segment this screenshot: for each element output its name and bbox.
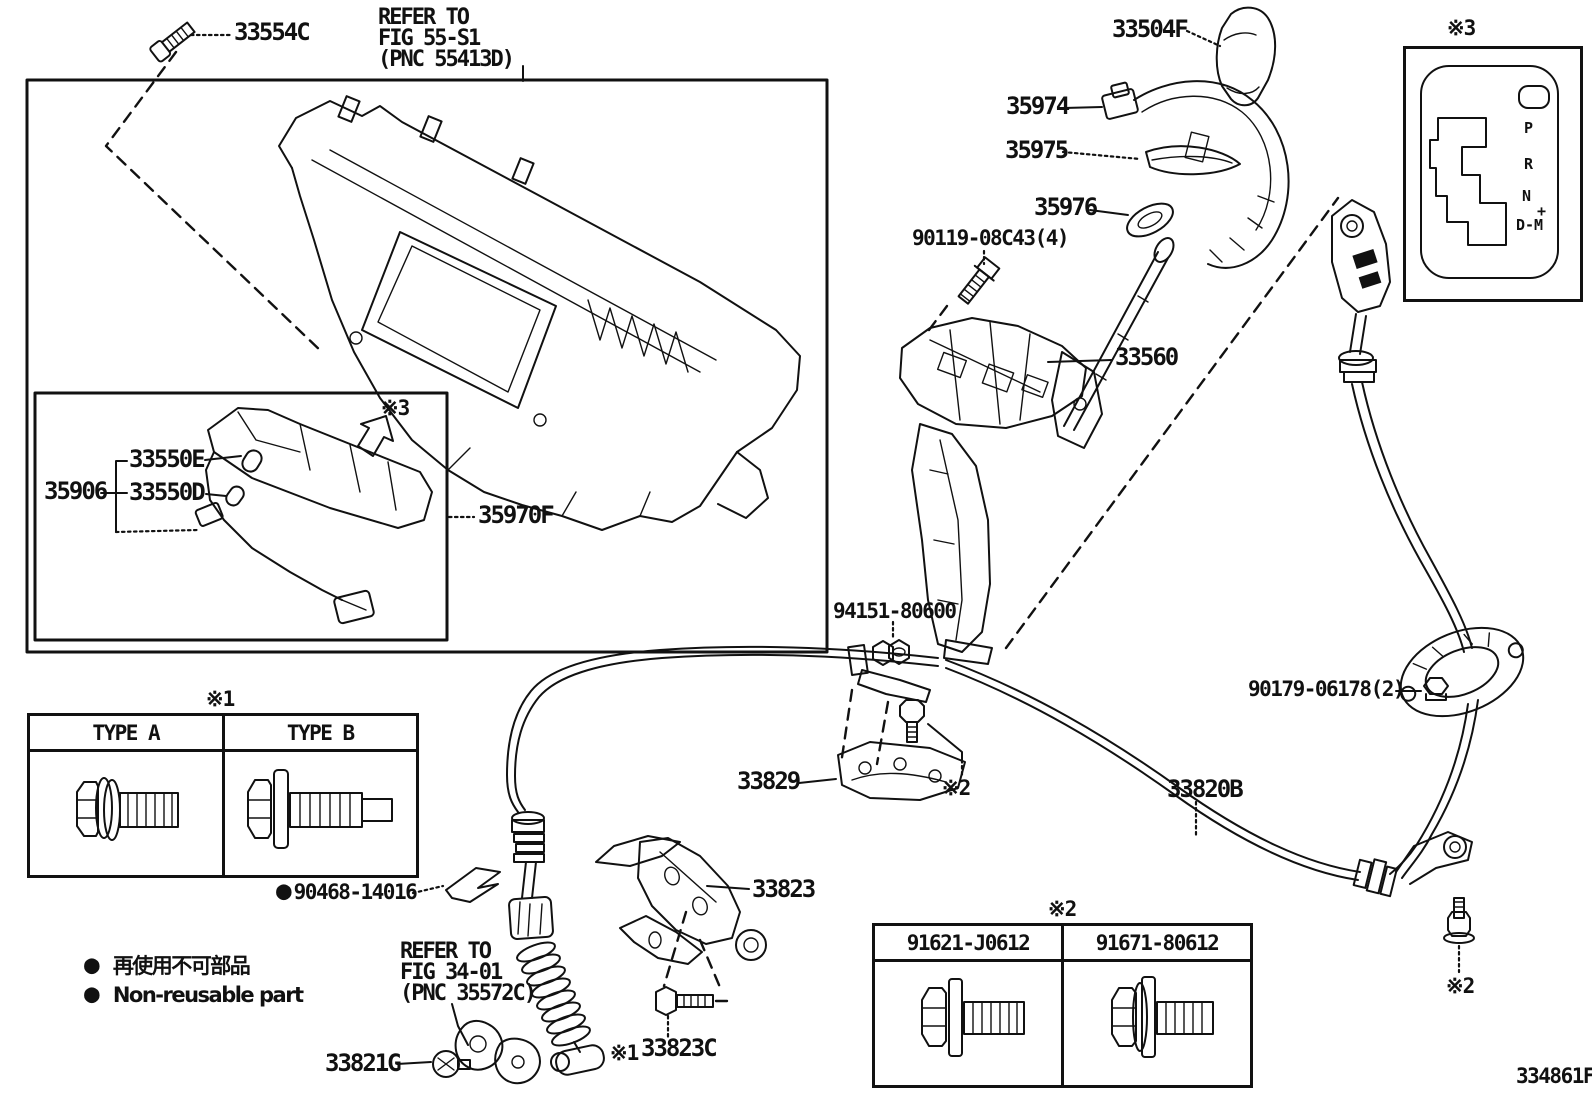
part-55413D-panel-drawing — [278, 95, 801, 531]
marker-3-box: ※3 — [1447, 16, 1476, 40]
marker-2-33829: ※2 — [942, 776, 971, 800]
part-label-33560: 33560 — [1115, 343, 1179, 371]
part-label-35974: 35974 — [1006, 92, 1070, 120]
bolt-variant-table: 91621-J0612 91671-80612 — [872, 923, 1253, 1088]
part-bolt-33829-drawing — [899, 699, 925, 743]
marker-3-inner: ※3 — [381, 396, 410, 420]
refer-fig-34-note: REFER TO FIG 34-01 (PNC 35572C) — [400, 939, 537, 1006]
part-label-90179: 90179-06178(2) — [1248, 677, 1406, 701]
type-b-header: TYPE B — [221, 716, 417, 749]
part-label-35975: 35975 — [1005, 136, 1069, 164]
part-label-90119: 90119-08C43(4) — [912, 226, 1070, 250]
frame-boxes — [25, 78, 829, 654]
part-35976-ring-drawing — [1126, 202, 1174, 238]
part-label-33550E: 33550E — [129, 445, 206, 473]
shift-gate-plate-drawing — [1420, 65, 1559, 279]
bolt-91671-cell — [1061, 962, 1250, 1085]
marker-1-33823C: ※1 — [610, 1041, 639, 1065]
part-label-33550D: 33550D — [129, 478, 206, 506]
part-typeB-bolt-drawing — [247, 769, 393, 849]
marker-2-table: ※2 — [1048, 897, 1077, 921]
part-33823-bracket-drawing — [595, 835, 767, 965]
gate-letter-N: N — [1522, 187, 1532, 205]
part-label-94151: 94151-80600 — [833, 599, 957, 623]
part-33820B-cable-sweep-drawing — [945, 659, 1475, 944]
gate-plus-sign: + — [1537, 202, 1547, 220]
gate-letters-DM: D-M — [1516, 216, 1544, 234]
non-reusable-bullet: ● — [84, 979, 100, 1009]
bolt-91621-cell — [875, 962, 1061, 1085]
part-label-33823: 33823 — [752, 875, 816, 903]
part-91621-bolt-drawing — [921, 978, 1025, 1057]
part-33504F-knob-drawing — [1215, 6, 1277, 107]
bolt-91671-header: 91671-80612 — [1061, 926, 1250, 959]
bolt-91621-header: 91621-J0612 — [906, 930, 1031, 955]
legend-non-reusable-jp: ● 再使用不可部品 — [84, 950, 251, 980]
type-a-cell — [30, 752, 222, 875]
part-label-33554C: 33554C — [234, 18, 311, 46]
non-reusable-bullet: ● — [84, 950, 100, 980]
type-b-cell — [221, 752, 417, 875]
part-label-35906: 35906 — [44, 477, 108, 505]
marker-2-bolt-right: ※2 — [1446, 974, 1475, 998]
fastener-type-table: TYPE A TYPE B — [27, 713, 419, 878]
part-typeA-bolt-drawing — [76, 777, 179, 841]
part-33823C-links-drawing — [454, 1019, 541, 1085]
shift-pattern-inset: P R N + D-M — [1403, 46, 1583, 302]
part-label-33820B: 33820B — [1167, 775, 1244, 803]
part-label-35976: 35976 — [1034, 193, 1098, 221]
part-90119-bolt-drawing — [957, 256, 1001, 305]
part-label-33821G: 33821G — [325, 1049, 402, 1077]
part-35974-housing-drawing — [1101, 80, 1290, 269]
gate-letter-P: P — [1524, 119, 1534, 137]
part-94151-nut-drawing — [872, 640, 894, 666]
part-cable-end-connector-drawing — [1331, 199, 1391, 383]
part-35572C-adjuster-drawing — [508, 811, 605, 1076]
refer-fig-55-note: REFER TO FIG 55-S1 (PNC 55413D) — [378, 5, 515, 72]
part-label-33504F: 33504F — [1112, 15, 1189, 43]
part-35970F-indicator-drawing — [100, 407, 476, 625]
part-bolt-right-drawing — [1443, 897, 1475, 944]
marker-1-table: ※1 — [206, 687, 235, 711]
part-91671-bolt-drawing — [1111, 976, 1214, 1058]
part-33821G-nut-drawing — [432, 1050, 471, 1078]
page-code: 334861F — [1516, 1064, 1592, 1088]
part-33823C-bolt-drawing — [655, 986, 736, 1016]
part-label-35970F: 35970F — [478, 501, 555, 529]
part-33829-bracket-drawing — [837, 699, 966, 801]
part-33560-shifter-drawing — [899, 237, 1175, 665]
part-33820B-cable-right-drawing — [1351, 381, 1525, 879]
legend-non-reusable-en: ● Non-reusable part — [84, 979, 304, 1009]
part-35975-cover-drawing — [1145, 145, 1241, 176]
non-reusable-bullet: ● — [276, 876, 292, 906]
gate-letter-R: R — [1524, 155, 1534, 173]
part-33820B-cable-left-drawing — [506, 639, 939, 813]
part-label-33823C: 33823C — [641, 1034, 718, 1062]
part-90468-clip-drawing — [445, 867, 501, 903]
type-a-header: TYPE A — [92, 720, 160, 745]
part-label-90468: ●90468-14016 — [276, 876, 418, 906]
part-label-33829: 33829 — [737, 767, 801, 795]
